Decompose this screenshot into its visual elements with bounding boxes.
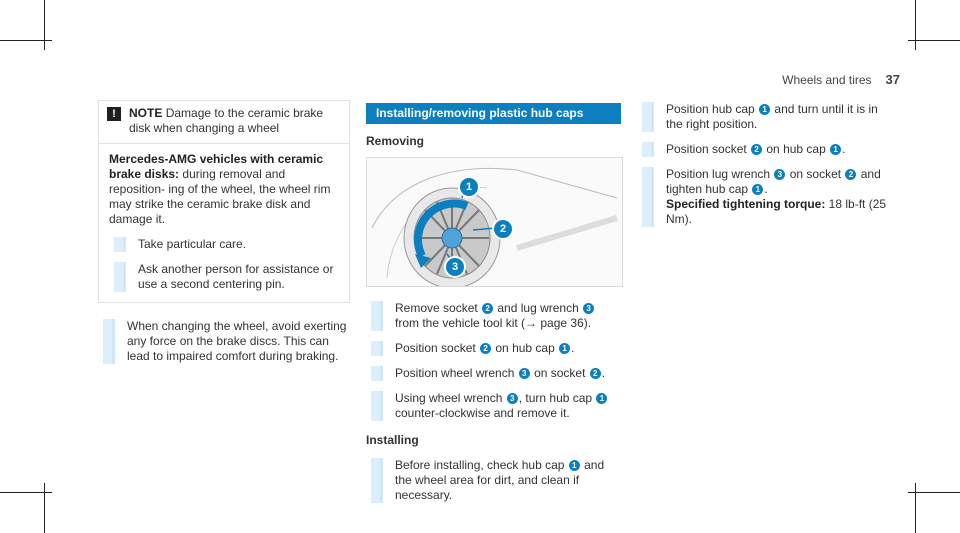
note-text: Damage to the ceramic brake disk when ch… — [129, 106, 324, 135]
note-body: Mercedes-AMG vehicles with ceramic brake… — [99, 144, 349, 302]
text: Position hub cap — [666, 102, 759, 116]
callout-ref: 1 — [596, 393, 608, 404]
spec-label: Specified tightening torque: — [666, 197, 826, 211]
text: counter-clockwise and remove it. — [395, 406, 570, 420]
text: and turn until it is in the right positi… — [666, 102, 878, 131]
callout-ref: 1 — [568, 460, 580, 471]
text: Position socket — [395, 341, 480, 355]
text: from the vehicle tool kit (→ page 36). — [395, 316, 592, 330]
crop-mark — [915, 0, 916, 50]
callout-1: 1 — [458, 176, 480, 198]
text: on socket — [786, 167, 845, 181]
page-header: Wheels and tires 37 — [782, 72, 900, 87]
crop-mark — [44, 483, 45, 533]
callout-ref: 3 — [774, 169, 786, 180]
list-item: Ask another person for assistance or use… — [109, 262, 339, 292]
crop-mark — [44, 0, 45, 50]
note-body-title: Mercedes-AMG vehicles with ceramic brake… — [109, 152, 324, 181]
callout-ref: 1 — [559, 343, 571, 354]
callout-ref: 2 — [845, 169, 857, 180]
callout-ref: 1 — [752, 184, 764, 195]
subheading-installing: Installing — [366, 433, 419, 447]
column-3: Position hub cap 1 and turn until it is … — [637, 102, 897, 227]
text: , turn hub cap — [518, 391, 596, 405]
list-item: Position wheel wrench 3 on socket 2. — [366, 366, 621, 381]
text: on socket — [530, 366, 589, 380]
step-text: Ask another person for assistance or use… — [114, 262, 339, 292]
step-text: Position socket 2 on hub cap 1. — [641, 142, 846, 157]
step-text: Position wheel wrench 3 on socket 2. — [370, 366, 606, 381]
note-box: ! NOTE Damage to the ceramic brake disk … — [98, 100, 350, 303]
note-heading: NOTE Damage to the ceramic brake disk wh… — [129, 106, 341, 136]
step-text: Using wheel wrench 3, turn hub cap 1 cou… — [371, 391, 621, 421]
text: Using wheel wrench — [395, 391, 506, 405]
crop-mark — [908, 40, 960, 41]
text: Remove socket — [395, 301, 482, 315]
callout-ref: 2 — [480, 343, 492, 354]
list-item: Using wheel wrench 3, turn hub cap 1 cou… — [366, 391, 621, 421]
note-header: ! NOTE Damage to the ceramic brake disk … — [99, 101, 349, 144]
text: on hub cap — [492, 341, 559, 355]
note-label: NOTE — [129, 106, 163, 120]
callout-2: 2 — [492, 218, 514, 240]
step-text: When changing the wheel, avoid exerting … — [103, 319, 350, 364]
section-title: Installing/removing plastic hub caps — [366, 103, 621, 124]
crop-mark — [0, 492, 52, 493]
step-text: Position hub cap 1 and turn until it is … — [642, 102, 897, 132]
text: . — [601, 366, 606, 380]
list-item: Position socket 2 on hub cap 1. — [366, 341, 621, 356]
column-2: Installing/removing plastic hub caps Rem… — [366, 103, 623, 503]
callout-ref: 2 — [751, 144, 763, 155]
list-item: Position socket 2 on hub cap 1. — [637, 142, 897, 157]
text: . — [842, 142, 846, 156]
text: Position socket — [666, 142, 751, 156]
callout-ref: 1 — [830, 144, 842, 155]
callout-ref: 3 — [583, 303, 595, 314]
list-item: Before installing, check hub cap 1 and t… — [366, 458, 621, 503]
list-item: When changing the wheel, avoid exerting … — [98, 319, 350, 364]
text: . — [571, 341, 575, 355]
callout-ref: 3 — [518, 368, 530, 379]
list-item: Position lug wrench 3 on socket 2 and ti… — [637, 167, 897, 227]
callout-ref: 3 — [506, 393, 518, 404]
section-name: Wheels and tires — [782, 73, 872, 87]
step-text: Position socket 2 on hub cap 1. — [370, 341, 575, 356]
callout-ref: 1 — [759, 104, 771, 115]
step-text: Before installing, check hub cap 1 and t… — [371, 458, 621, 503]
crop-mark — [0, 40, 52, 41]
text: and lug wrench — [494, 301, 583, 315]
text: Position wheel wrench — [395, 366, 518, 380]
hub-cap-illustration: 1 2 3 — [366, 157, 623, 289]
text: and tighten hub cap — [666, 167, 881, 196]
callout-ref: 2 — [589, 368, 601, 379]
crop-mark — [908, 492, 960, 493]
step-text: Position lug wrench 3 on socket 2 and ti… — [642, 167, 897, 227]
text: on hub cap — [763, 142, 830, 156]
column-1: ! NOTE Damage to the ceramic brake disk … — [98, 100, 350, 364]
spec-value: 18 lb-ft (25 Nm). — [666, 197, 887, 226]
step-text: Take particular care. — [113, 237, 246, 252]
text: Position lug wrench — [666, 167, 774, 181]
subheading-removing: Removing — [366, 134, 425, 148]
warning-icon: ! — [107, 107, 121, 121]
text: Before installing, check hub cap — [395, 458, 568, 472]
page-number: 37 — [885, 72, 900, 87]
list-item: Remove socket 2 and lug wrench 3 from th… — [366, 301, 621, 331]
callout-3: 3 — [444, 256, 466, 278]
list-item: Take particular care. — [109, 237, 339, 252]
list-item: Position hub cap 1 and turn until it is … — [637, 102, 897, 132]
callout-ref: 2 — [482, 303, 494, 314]
step-text: Remove socket 2 and lug wrench 3 from th… — [371, 301, 621, 331]
note-body-text: during removal and reposition- ing of th… — [109, 167, 331, 226]
crop-mark — [915, 483, 916, 533]
text: and the wheel area for dirt, and clean i… — [395, 458, 605, 502]
text: . — [764, 182, 768, 196]
